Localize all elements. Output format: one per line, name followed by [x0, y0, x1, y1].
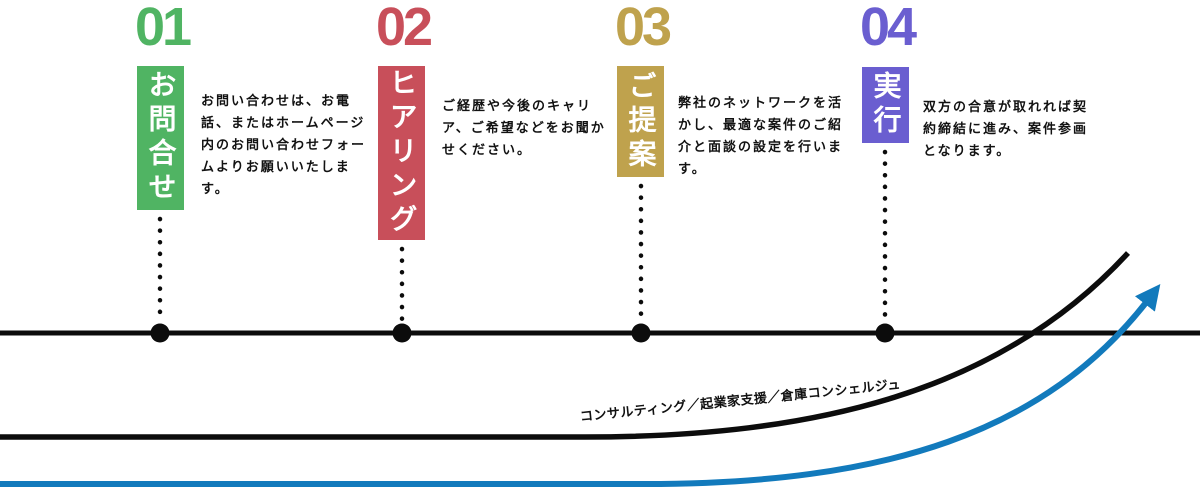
step-03-description: 弊社のネットワークを活かし、最適な案件のご紹介と面談の設定を行います。 — [678, 95, 844, 176]
step-04-description: 双方の合意が取れれば契約締結に進み、案件参画となります。 — [923, 99, 1089, 158]
growth-curve-black — [0, 251, 1131, 440]
timeline-dot-step-02 — [392, 323, 412, 343]
step-01-number: 01 — [135, 0, 192, 57]
step-01-label: お問合せ — [137, 66, 184, 210]
step-02-number: 02 — [376, 0, 433, 57]
step-04-label: 実行 — [862, 67, 909, 143]
step-04-number: 04 — [860, 0, 917, 57]
timeline-dot-step-04 — [875, 323, 895, 343]
timeline-dot-step-01 — [150, 323, 170, 343]
step-03-number: 03 — [615, 0, 672, 57]
step-03-label: ご提案 — [617, 66, 664, 177]
timeline-dot-step-03 — [631, 323, 651, 343]
growth-curve-blue-arrow — [0, 284, 1161, 487]
step-02-label: ヒアリング — [378, 66, 425, 240]
step-01-description: お問い合わせは、お電話、またはホームページ内のお問い合わせフォームよりお願いいた… — [201, 93, 367, 196]
step-02-description: ご経歴や今後のキャリア、ご希望などをお聞かせください。 — [442, 98, 606, 157]
